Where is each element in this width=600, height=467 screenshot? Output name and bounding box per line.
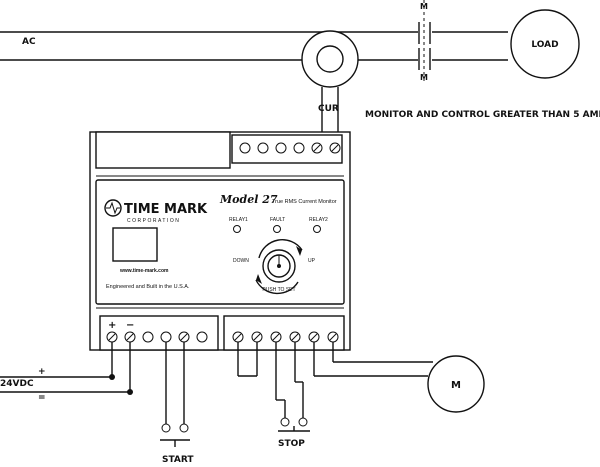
led-relay2-label: RELAY2 [309,217,328,223]
terminal-screw [329,142,341,154]
bottom-left-terminals [106,331,208,343]
ac-wiring [0,0,508,84]
terminal-screw [293,142,305,154]
caption: MONITOR AND CONTROL GREATER THAN 5 AMPS [365,110,600,120]
dial-down-label: DOWN [233,258,249,264]
supply-label: 24VDC [0,379,34,389]
led-fault-indicator [273,225,281,233]
dial-up-label: UP [308,258,316,264]
led-relay1-label: RELAY1 [229,217,248,223]
led-relay2-indicator [313,225,321,233]
push-to-set-label: PUSH TO SET [262,287,295,293]
contact-top-label: M [420,2,428,11]
top-terminal-block [231,134,343,164]
start-label: START [162,455,194,465]
supply-plus-label: + [38,367,46,377]
load-label: LOAD [531,40,558,50]
bottom-left-terminal-block [99,315,219,351]
ac-label: AC [22,37,36,47]
model-desc: True RMS Current Monitor [272,199,337,205]
stop-contact-right [298,417,308,427]
setpoint-dial [255,239,303,295]
load-circle [510,9,580,79]
display-window [112,227,158,262]
terminal-screw [239,142,251,154]
start-contact-left [161,423,171,433]
stop-label: STOP [278,439,305,449]
supply-minus-label: = [38,393,46,403]
plus-terminal-label: + [108,320,116,331]
start-contact-right [179,423,189,433]
timemark-logo [104,199,122,217]
motor-coil [427,355,485,413]
led-relay1-indicator [233,225,241,233]
bottom-right-terminal-block [223,315,345,351]
terminal-screw [275,142,287,154]
terminal-screw [257,142,269,154]
control-wiring [0,342,433,447]
contact-bottom-label: M [420,73,428,82]
brand-name: TIME MARK [124,202,208,217]
terminal-screw [311,142,323,154]
brand-sub: CORPORATION [127,218,180,224]
terminal-screw [196,331,208,343]
led-fault-label: FAULT [270,217,285,223]
terminal-screw [142,331,154,343]
model-title: Model 27 [219,193,278,206]
current-transformer [301,30,359,135]
motor-label: M [451,380,461,391]
top-terminals [239,142,341,154]
cur-label: CUR [318,104,339,114]
made-in: Engineered and Built in the U.S.A. [106,284,190,290]
minus-terminal-label: − [126,320,134,331]
stop-contact-left [280,417,290,427]
website: www.time-mark.com [119,268,169,274]
